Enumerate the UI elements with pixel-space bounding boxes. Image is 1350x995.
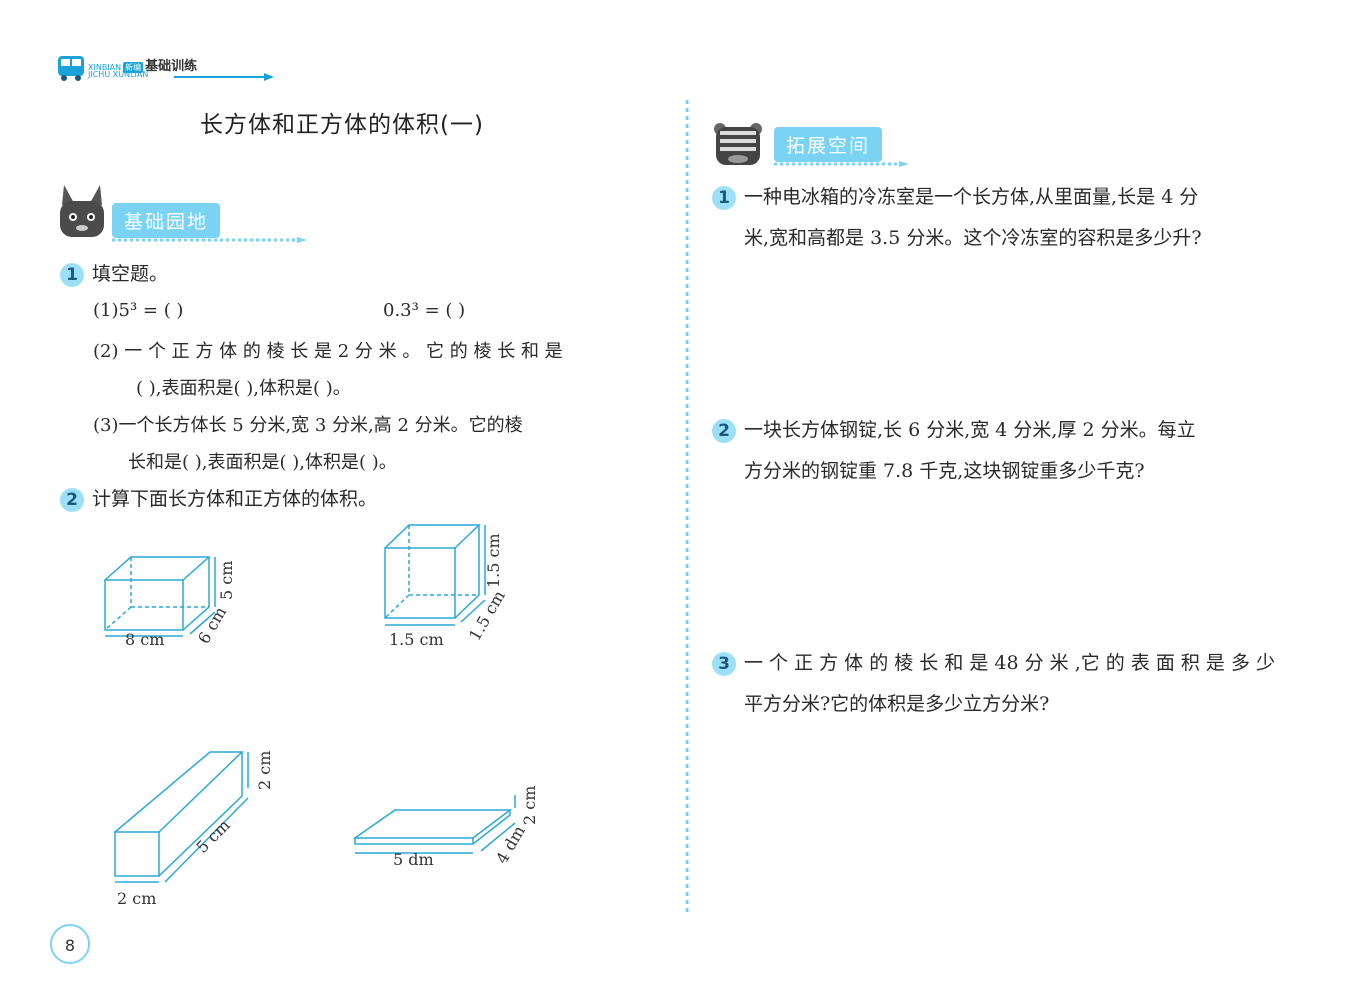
question-number: 2 (712, 419, 736, 443)
question-number: 1 (60, 263, 84, 287)
section-header-extend: 拓展空间 (712, 115, 912, 175)
section-header-basic: 基础园地 (58, 185, 307, 245)
page-divider (685, 100, 689, 915)
fill-blank-item: ( ),表面积是( ),体积是( )。 (136, 378, 351, 399)
question-text: 平方分米?它的体积是多少立方分米? (744, 693, 1050, 715)
logo-pinyin: XINBIAN (88, 63, 122, 72)
length-label: 5 dm (393, 850, 434, 869)
question-text: 米,宽和高都是 3.5 分米。这个冷冻室的容积是多少升? (744, 227, 1202, 249)
question-number: 1 (712, 186, 736, 210)
length-label: 1.5 cm (389, 630, 444, 649)
length-label: 2 cm (117, 889, 156, 908)
width-label: 1.5 cm (465, 587, 509, 644)
page-number: 8 (50, 924, 90, 964)
animal-mascot-icon (60, 185, 104, 237)
arrow-decoration-icon (174, 73, 274, 81)
question-title: 计算下面长方体和正方体的体积。 (92, 488, 378, 510)
page-title: 长方体和正方体的体积(一) (200, 112, 484, 138)
fill-blank-item: (2) 一 个 正 方 体 的 棱 长 是 2 分 米 。 它 的 棱 长 和 … (93, 341, 563, 362)
fill-blank-item: 0.3³ = ( ) (383, 300, 466, 321)
width-label: 5 cm (192, 816, 233, 857)
bus-icon (58, 56, 84, 81)
height-label: 2 cm (255, 751, 274, 790)
question-text: 一 个 正 方 体 的 棱 长 和 是 48 分 米 ,它 的 表 面 积 是 … (744, 652, 1276, 674)
logo-badge: 新编 (123, 62, 144, 73)
height-label: 5 cm (217, 561, 236, 600)
logo-title: 基础训练 (145, 59, 198, 74)
height-label: 2 cm (520, 786, 539, 825)
question-text: 方分米的钢锭重 7.8 千克,这块钢锭重多少千克? (744, 460, 1145, 482)
question-number: 2 (60, 488, 84, 512)
question-number: 3 (712, 652, 736, 676)
cube-diagram: 1.5 cm 1.5 cm 1.5 cm (384, 524, 509, 649)
flat-cuboid-diagram: 5 dm 4 dm 2 cm (352, 786, 539, 869)
fill-blank-item: (3)一个长方体长 5 分米,宽 3 分米,高 2 分米。它的棱 (93, 415, 523, 436)
zebra-mascot-icon (714, 123, 762, 165)
question-title: 填空题。 (92, 263, 169, 285)
cuboid-diagram: 8 cm 6 cm 5 cm (104, 556, 236, 649)
fill-blank-item: (1)5³ = ( ) (93, 300, 184, 321)
length-label: 8 cm (125, 630, 164, 649)
dotted-arrow-icon (112, 237, 307, 243)
question-text: 一块长方体钢锭,长 6 分米,宽 4 分米,厚 2 分米。每立 (744, 419, 1196, 441)
section-label-extend: 拓展空间 (774, 127, 883, 162)
fill-blank-item: 长和是( ),表面积是( ),体积是( )。 (128, 452, 397, 473)
question-text: 一种电冰箱的冷冻室是一个长方体,从里面量,长是 4 分 (744, 186, 1199, 208)
dotted-arrow-icon (774, 161, 909, 167)
logo-text-bottom: JICHU XUNLIAN (88, 70, 149, 79)
width-label: 4 dm (492, 822, 529, 867)
height-label: 1.5 cm (484, 533, 503, 588)
long-cuboid-diagram: 2 cm 5 cm 2 cm (114, 751, 274, 908)
section-label-basic: 基础园地 (112, 203, 221, 238)
